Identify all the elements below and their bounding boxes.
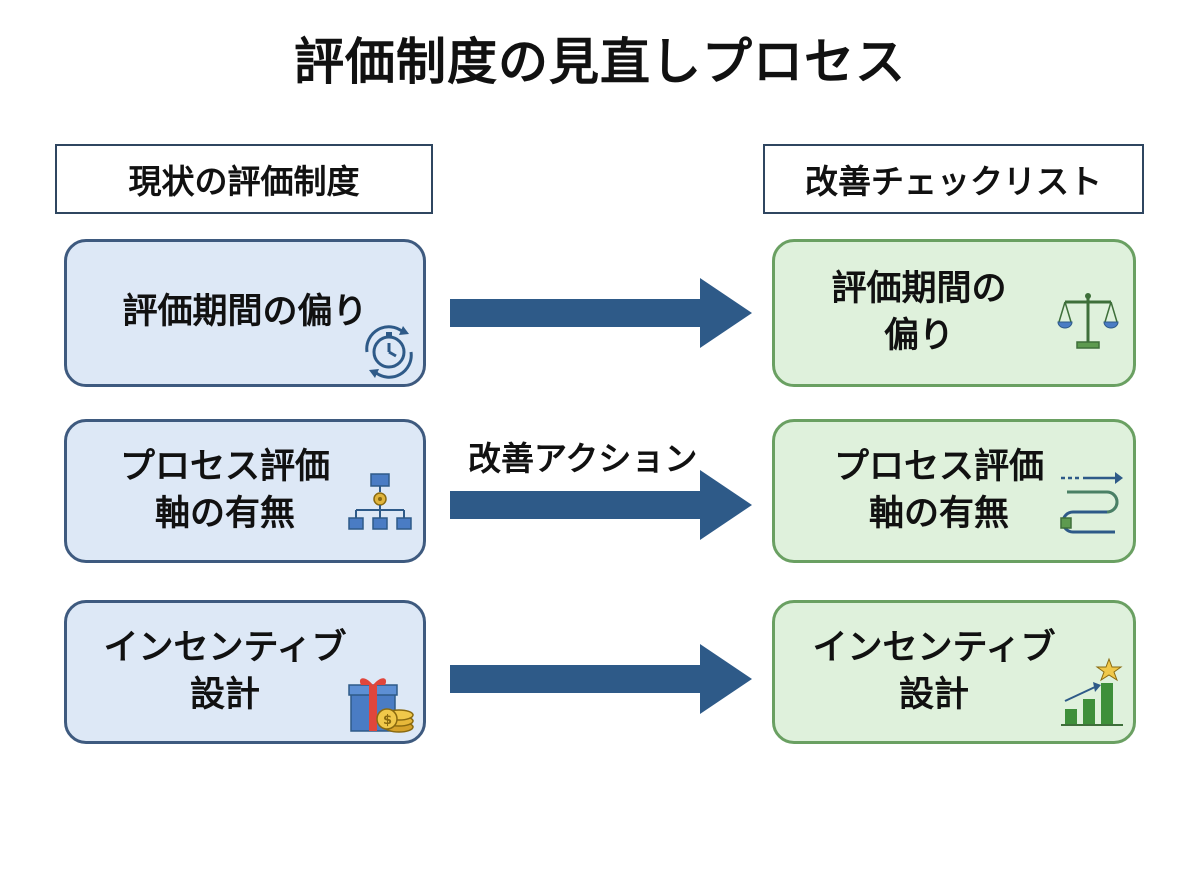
- arrow-row-1: [450, 278, 752, 348]
- card-label: インセンティブ 設計: [812, 627, 1056, 715]
- growth-chart-star-icon: [1061, 657, 1123, 726]
- right-column-header: 改善チェックリスト: [763, 144, 1144, 214]
- arrow-row-2: [450, 470, 752, 540]
- checklist-card-incentive-design: インセンティブ 設計: [772, 600, 1136, 744]
- clock-cycle-icon: [365, 325, 413, 379]
- card-label: 評価期間の 偏り: [831, 268, 1007, 356]
- improvement-action-label: 改善アクション: [468, 439, 698, 478]
- checklist-card-evaluation-period: 評価期間の 偏り: [772, 239, 1136, 387]
- svg-text:$: $: [383, 713, 392, 728]
- process-path-icon: [1060, 472, 1123, 534]
- current-card-incentive-design: インセンティブ 設計 $: [64, 600, 426, 744]
- diagram-title: 評価制度の見直しプロセス: [294, 33, 906, 91]
- card-label: インセンティブ 設計: [103, 627, 347, 715]
- card-label: プロセス評価 軸の有無: [119, 446, 330, 534]
- flowchart-gear-icon: [348, 473, 412, 530]
- gift-coins-icon: $: [348, 678, 414, 733]
- card-label: プロセス評価 軸の有無: [833, 446, 1044, 534]
- left-column-header: 現状の評価制度: [55, 144, 433, 214]
- current-card-evaluation-period: 評価期間の偏り: [64, 239, 426, 387]
- checklist-card-process-axis: プロセス評価 軸の有無: [772, 419, 1136, 563]
- balance-scale-icon: [1057, 293, 1119, 349]
- current-card-process-axis: プロセス評価 軸の有無: [64, 419, 426, 563]
- card-label: 評価期間の偏り: [122, 292, 368, 333]
- arrow-row-3: [450, 644, 752, 714]
